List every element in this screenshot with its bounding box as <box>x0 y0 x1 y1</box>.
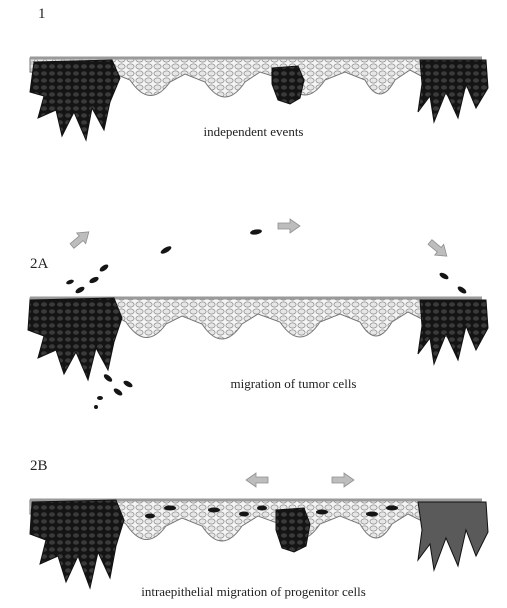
tumor-mass-left-2a <box>28 298 122 380</box>
panel-label-2a: 2A <box>30 256 48 273</box>
panel-label-2b: 2B <box>30 458 48 475</box>
caption-panel-2b: intraepithelial migration of progenitor … <box>0 584 507 600</box>
tumor-mass-right-2a <box>418 300 488 364</box>
caption-panel-2a: migration of tumor cells <box>80 376 507 392</box>
tumor-mass-center-1 <box>272 66 304 104</box>
panel-2b <box>30 473 488 588</box>
arrow-icon <box>426 237 452 262</box>
arrow-icon <box>68 226 94 251</box>
arrow-right-icon <box>332 473 354 487</box>
caption-panel-1: independent events <box>0 124 507 140</box>
arrow-icon <box>278 219 300 233</box>
panel-label-1: 1 <box>38 6 46 23</box>
arrow-left-icon <box>246 473 268 487</box>
tumor-mass-right-1 <box>418 60 488 122</box>
tumor-mass-left-2b <box>30 500 124 588</box>
tumor-mass-center-2b <box>276 508 310 552</box>
tumor-mass-right-2b <box>418 502 488 570</box>
